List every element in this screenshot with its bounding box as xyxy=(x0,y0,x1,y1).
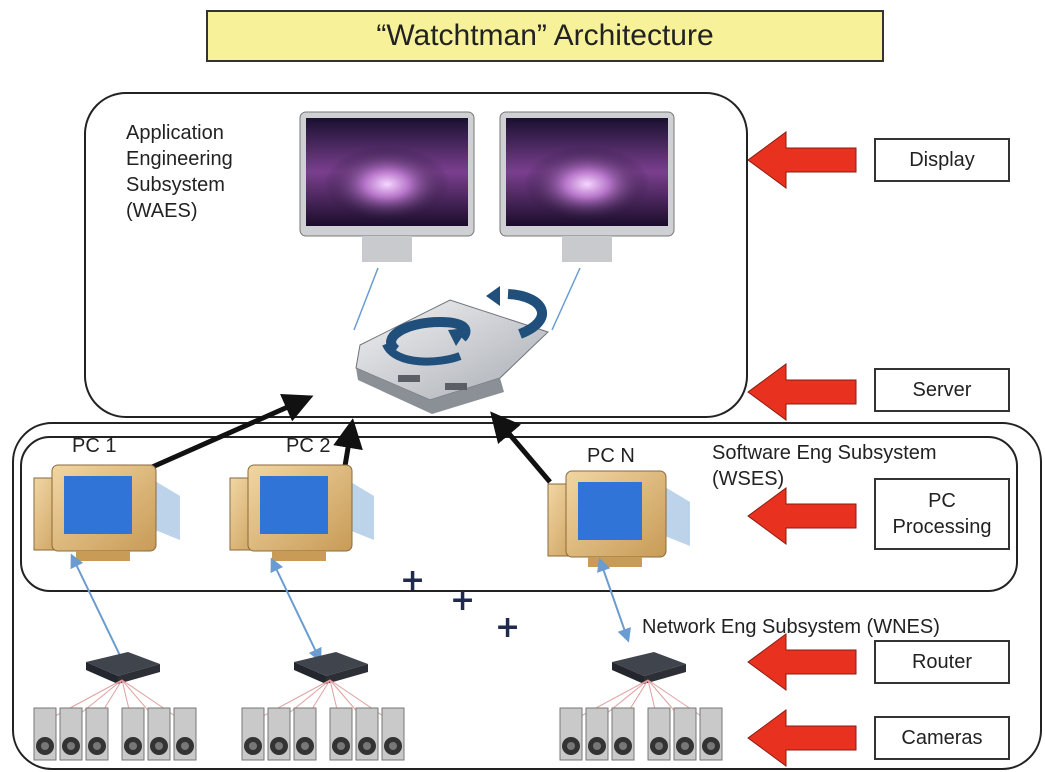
waes-label: Application Engineering Subsystem (WAES) xyxy=(126,120,233,224)
pc-icon xyxy=(229,464,374,561)
router-icon xyxy=(612,652,686,684)
camera-icon xyxy=(559,707,723,761)
router-label: Router xyxy=(911,651,973,673)
monitor-icon xyxy=(299,111,475,262)
wses-label-line: Software Eng Subsystem xyxy=(712,442,937,464)
wses-label-line: (WSES) xyxy=(712,468,785,490)
red-arrow-router xyxy=(747,633,857,691)
red-arrow-cameras xyxy=(747,709,857,767)
waes-label-line: Application xyxy=(126,122,224,144)
router-label-box: Router xyxy=(874,640,1010,684)
red-arrow-display xyxy=(747,131,857,189)
pc-processing-label-line: Processing xyxy=(892,516,992,538)
pc-processing-label-line: PC xyxy=(928,490,956,512)
pc-icon xyxy=(33,464,180,561)
pc-label-2: PC 2 xyxy=(286,435,331,457)
red-arrow-server xyxy=(747,363,857,421)
server-label-box: Server xyxy=(874,368,1010,412)
display-label-box: Display xyxy=(874,138,1010,182)
diagram-title: “Watchtman” Architecture xyxy=(206,10,884,62)
server-icon xyxy=(355,286,549,414)
pc-icon xyxy=(547,470,690,567)
waes-box xyxy=(84,92,748,418)
monitor-icon xyxy=(499,111,675,262)
plus-sign: + xyxy=(495,610,521,645)
waes-label-line: (WAES) xyxy=(126,200,198,222)
display-label: Display xyxy=(909,149,975,171)
router-icon xyxy=(86,652,160,684)
cameras-label: Cameras xyxy=(901,727,983,749)
plus-sign: + xyxy=(450,583,476,618)
camera-icon xyxy=(241,707,405,761)
camera-icon xyxy=(33,707,197,761)
plus-sign: + xyxy=(400,563,426,598)
wses-label: Software Eng Subsystem (WSES) xyxy=(712,440,937,492)
server-label: Server xyxy=(912,379,972,401)
wnes-label: Network Eng Subsystem (WNES) xyxy=(642,616,940,638)
pc-label-n: PC N xyxy=(587,445,635,467)
pc-processing-label-box: PC Processing xyxy=(874,478,1010,550)
red-arrow-pc-processing xyxy=(747,487,857,545)
waes-label-line: Subsystem xyxy=(126,174,225,196)
router-icon xyxy=(294,652,368,684)
waes-label-line: Engineering xyxy=(126,148,233,170)
cameras-label-box: Cameras xyxy=(874,716,1010,760)
wnes-box xyxy=(12,422,1042,770)
pc-label-1: PC 1 xyxy=(72,435,117,457)
